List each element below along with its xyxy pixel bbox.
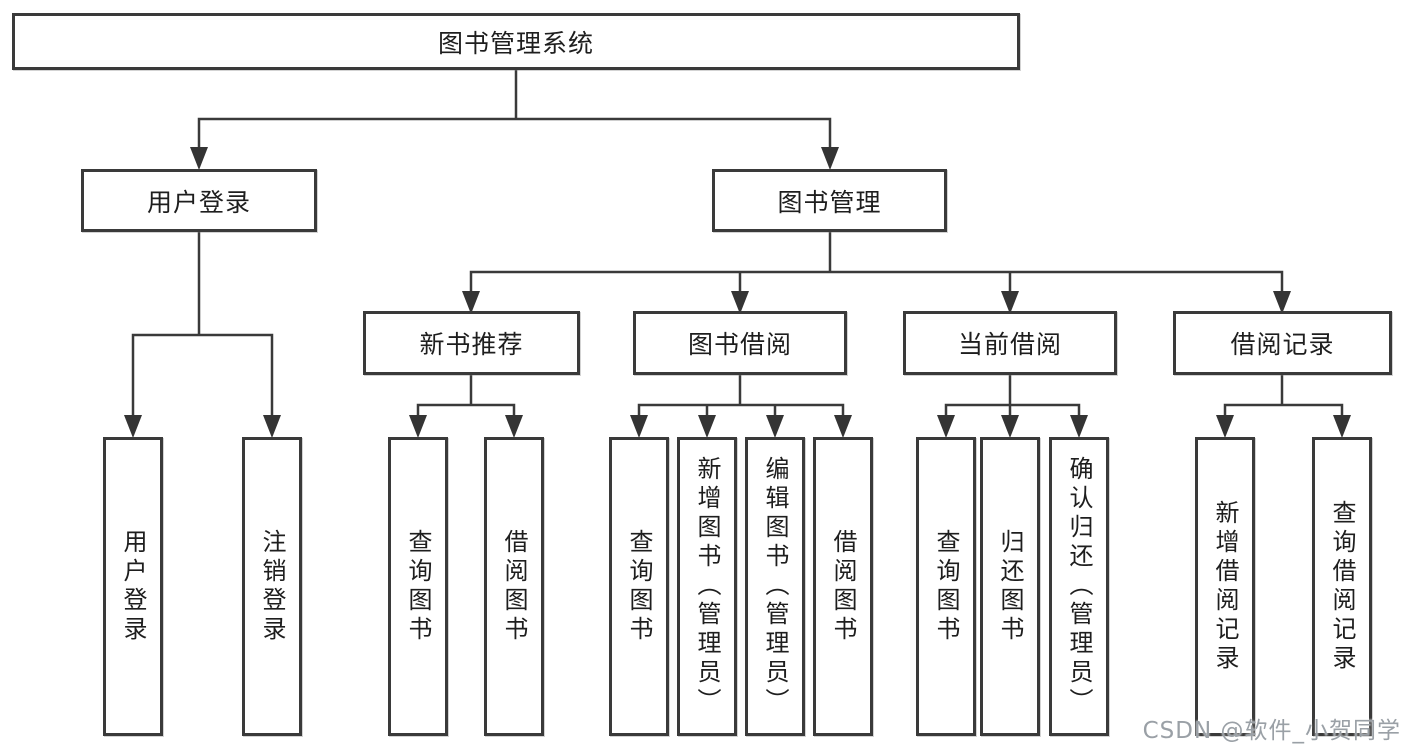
arrow-down-icon (630, 415, 648, 438)
leaf-logout: 注销登录 (242, 437, 302, 736)
leaf-label: 编辑图书（管理员） (761, 456, 789, 717)
leaf-return-book: 归还图书 (980, 437, 1040, 736)
arrow-down-icon (766, 415, 784, 438)
arrow-down-icon (937, 415, 955, 438)
leaf-label: 查询借阅记录 (1328, 499, 1356, 674)
arrow-down-icon (409, 415, 427, 438)
leaf-borrow-books-1: 借阅图书 (484, 437, 544, 736)
node-library-management-system: 图书管理系统 (12, 13, 1020, 70)
node-book-borrow: 图书借阅 (633, 311, 847, 375)
leaf-label: 查询图书 (404, 528, 432, 645)
arrow-down-icon (1001, 415, 1019, 438)
arrow-down-icon (190, 147, 208, 170)
arrow-down-icon (821, 147, 839, 170)
leaf-label: 确认归还（管理员） (1065, 456, 1093, 717)
leaf-query-borrow-record: 查询借阅记录 (1312, 437, 1372, 736)
leaf-add-book-admin: 新增图书（管理员） (677, 437, 737, 736)
arrow-down-icon (505, 415, 523, 438)
leaf-label: 新增图书（管理员） (693, 456, 721, 717)
leaf-query-books-1: 查询图书 (388, 437, 448, 736)
leaf-user-login: 用户登录 (103, 437, 163, 736)
watermark: CSDN @软件_小贺同学 (1142, 718, 1401, 744)
leaf-borrow-books-2: 借阅图书 (813, 437, 873, 736)
leaf-add-borrow-record: 新增借阅记录 (1195, 437, 1255, 736)
leaf-label: 用户登录 (119, 528, 147, 645)
leaf-confirm-return-admin: 确认归还（管理员） (1049, 437, 1109, 736)
leaf-label: 借阅图书 (500, 528, 528, 645)
arrow-down-icon (1216, 415, 1234, 438)
arrow-down-icon (834, 415, 852, 438)
node-user-login: 用户登录 (81, 169, 317, 232)
arrow-down-icon (698, 415, 716, 438)
node-borrow-records: 借阅记录 (1173, 311, 1392, 375)
leaf-query-books-2: 查询图书 (609, 437, 669, 736)
leaf-label: 借阅图书 (829, 528, 857, 645)
arrow-down-icon (263, 415, 281, 438)
arrow-down-icon (124, 415, 142, 438)
node-current-borrow: 当前借阅 (903, 311, 1117, 375)
leaf-edit-book-admin: 编辑图书（管理员） (745, 437, 805, 736)
node-new-book-recommend: 新书推荐 (363, 311, 580, 375)
leaf-label: 注销登录 (258, 528, 286, 645)
leaf-label: 归还图书 (996, 528, 1024, 645)
leaf-label: 查询图书 (625, 528, 653, 645)
leaf-label: 新增借阅记录 (1211, 499, 1239, 674)
arrow-down-icon (1070, 415, 1088, 438)
arrow-down-icon (1333, 415, 1351, 438)
leaf-label: 查询图书 (932, 528, 960, 645)
node-book-management: 图书管理 (712, 169, 947, 232)
leaf-query-books-3: 查询图书 (916, 437, 976, 736)
